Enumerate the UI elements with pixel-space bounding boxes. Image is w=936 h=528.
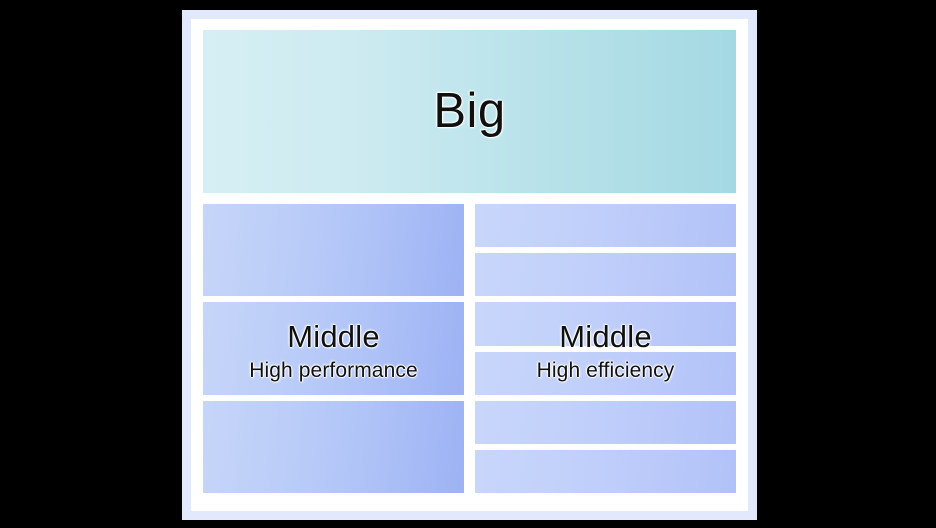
performance-core-band[interactable] xyxy=(203,302,464,395)
big-core-label: Big xyxy=(433,84,506,138)
efficiency-core-band[interactable] xyxy=(475,204,736,248)
performance-core-column[interactable]: Middle High performance xyxy=(203,204,464,499)
efficiency-core-band[interactable] xyxy=(475,253,736,297)
big-core-block[interactable]: Big xyxy=(203,30,736,193)
chip-frame: Big Middle High performance xyxy=(182,10,757,520)
performance-core-band[interactable] xyxy=(203,204,464,297)
efficiency-core-band[interactable] xyxy=(475,449,736,494)
efficiency-core-band[interactable] xyxy=(475,400,736,444)
efficiency-core-band[interactable] xyxy=(475,302,736,346)
chip-substrate: Big Middle High performance xyxy=(191,19,748,511)
cluster-row: Middle High performance Middle High effi… xyxy=(203,204,736,499)
efficiency-core-band[interactable] xyxy=(475,351,736,395)
performance-core-band[interactable] xyxy=(203,400,464,493)
efficiency-core-column[interactable]: Middle High efficiency xyxy=(475,204,736,499)
